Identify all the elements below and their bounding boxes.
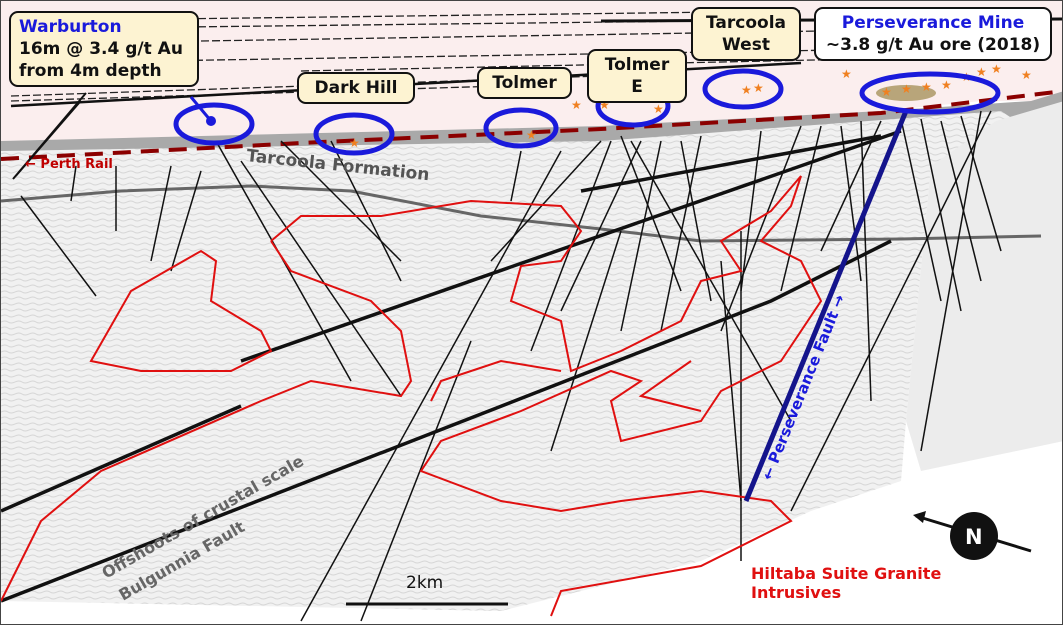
perseverance-name: Perseverance Mine	[841, 13, 1025, 33]
callout-dark-hill: Dark Hill	[297, 72, 415, 104]
svg-text:★: ★	[753, 81, 764, 95]
granite-label-1: Hiltaba Suite Granite	[751, 564, 941, 583]
perth-rail-label: ← Perth Rail	[25, 157, 113, 172]
svg-text:★: ★	[741, 83, 752, 97]
svg-text:★: ★	[921, 80, 932, 94]
tarcoola-formation-line	[1, 184, 1042, 243]
svg-text:★: ★	[349, 136, 360, 150]
warburton-name: Warburton	[19, 17, 122, 37]
svg-text:★: ★	[571, 98, 582, 112]
warburton-line2: from 4m depth	[19, 61, 162, 81]
svg-text:★: ★	[599, 98, 610, 112]
callout-tolmer-e: Tolmer E	[587, 49, 687, 103]
svg-text:★: ★	[1021, 68, 1032, 82]
svg-text:★: ★	[941, 78, 952, 92]
perseverance-detail: ~3.8 g/t Au ore (2018)	[825, 35, 1041, 55]
svg-text:★: ★	[526, 128, 537, 142]
target-ellipses	[173, 68, 1001, 156]
side-face	[906, 101, 1062, 471]
granite-label-2: Intrusives	[751, 583, 841, 602]
svg-text:★: ★	[991, 62, 1002, 76]
svg-text:★: ★	[653, 102, 664, 116]
callout-tarcoola-west: Tarcoola West	[691, 7, 801, 61]
warburton-line1: 16m @ 3.4 g/t Au	[19, 39, 183, 59]
svg-text:★: ★	[901, 82, 912, 96]
north-arrow: N	[913, 511, 1032, 560]
svg-text:★: ★	[881, 85, 892, 99]
front-face	[1, 111, 1031, 611]
drill-holes	[15, 100, 1002, 622]
perth-rail-line	[1, 89, 1062, 161]
tarcoola-west-line2: West	[722, 35, 770, 55]
granite-intrusive-outlines	[1, 175, 823, 617]
svg-text:★: ★	[841, 67, 852, 81]
callout-perseverance-mine: Perseverance Mine ~3.8 g/t Au ore (2018)	[814, 7, 1052, 61]
callout-warburton: Warburton 16m @ 3.4 g/t Au from 4m depth	[9, 11, 199, 87]
mine-pit	[876, 85, 936, 101]
svg-text:★: ★	[976, 65, 987, 79]
north-label: N	[965, 525, 983, 549]
tarcoola-west-line1: Tarcoola	[706, 13, 786, 33]
perseverance-fault-line	[743, 110, 909, 502]
callout-tolmer: Tolmer	[477, 67, 572, 99]
scale-bar-label: 2km	[406, 573, 443, 593]
